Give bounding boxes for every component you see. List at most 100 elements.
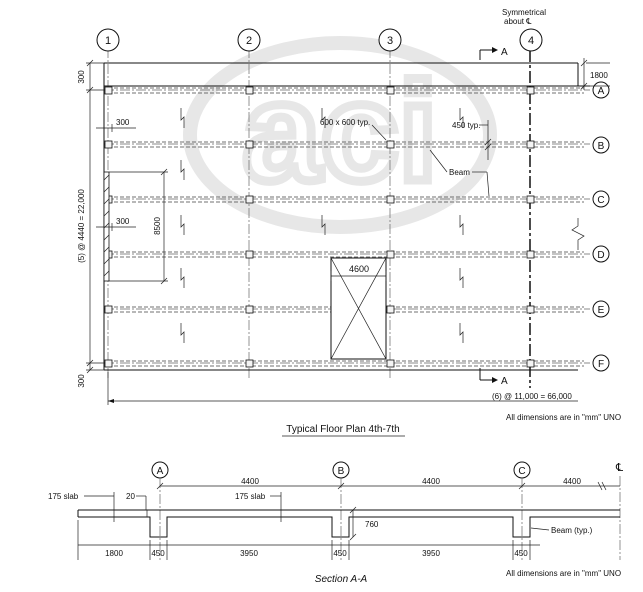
wall-length-dimension	[109, 168, 168, 285]
beam-leader-right-2	[486, 171, 490, 197]
grid-bubble-1: 1	[105, 35, 111, 47]
dim-vertical-overall: (5) @ 4440 = 22,000	[77, 189, 86, 263]
grid-bubble-B: B	[598, 141, 605, 152]
dim-top-edge: 300	[77, 70, 86, 84]
dim-offset-1: 300	[116, 118, 130, 127]
opening-width-dim: 4600	[349, 264, 369, 274]
beam-row-C	[108, 196, 584, 203]
row-grid-bubbles: A B C D E F	[592, 81, 610, 372]
beam-row-F	[108, 360, 584, 367]
beam-depth-label: 760	[365, 520, 379, 529]
floor-opening: 4600	[330, 257, 387, 360]
section-grid-lines	[159, 476, 621, 560]
column-note-leader	[371, 124, 387, 141]
column	[104, 359, 113, 368]
symmetry-note-line2: about ℄	[504, 17, 532, 26]
dim-horizontal-overall: (6) @ 11,000 = 66,000	[492, 392, 572, 401]
section-dim-3950-b: 3950	[422, 549, 440, 558]
beam-leader-left	[429, 149, 448, 173]
dim-wall-length: 8500	[153, 217, 162, 235]
section-beam-label: Beam (typ.)	[551, 526, 593, 535]
dim-right-edge: 1800	[590, 71, 608, 80]
beam-width-note: 450 typ.	[452, 121, 480, 130]
grid-bubble-F: F	[598, 359, 604, 370]
section-dim-450-b: 450	[333, 549, 347, 558]
section-units-note: All dimensions are in "mm" UNO	[506, 569, 621, 578]
right-edge-dimension	[580, 58, 610, 90]
left-dimension-chain	[86, 59, 104, 374]
break-symbol	[571, 218, 585, 250]
column	[245, 359, 254, 368]
bottom-dimension	[107, 372, 578, 405]
column	[386, 250, 395, 259]
slab-beam-profile	[77, 509, 620, 538]
section-marker-label-top: A	[501, 47, 508, 58]
section-beam-leader	[530, 527, 550, 531]
section-bottom-dims	[77, 520, 540, 560]
column	[526, 305, 535, 314]
section-dim-3950-a: 3950	[240, 549, 258, 558]
section-dim-450-a: 450	[151, 549, 165, 558]
section-caption: Section A-A	[315, 574, 368, 585]
section-marker-label-bottom: A	[501, 376, 508, 387]
column	[245, 195, 254, 204]
section-dim-450-c: 450	[514, 549, 528, 558]
slab-label-left: 175 slab	[48, 492, 79, 501]
column	[245, 140, 254, 149]
section-bubble-A: A	[157, 466, 164, 477]
grid-bubble-A: A	[598, 86, 605, 97]
column-grid-bubbles: 1 2 3 4	[96, 28, 543, 52]
slab-span-arrows	[180, 108, 464, 343]
beam-row-A	[108, 87, 584, 94]
column	[386, 359, 395, 368]
plan-units-note: All dimensions are in "mm" UNO	[506, 413, 621, 422]
plan-grid-lines	[104, 48, 590, 388]
offset-dim-1	[96, 124, 136, 132]
beam-depth-dim	[349, 506, 357, 541]
section-bubble-C: C	[518, 466, 525, 477]
beam-width-dim	[479, 120, 492, 160]
section-bubble-B: B	[338, 466, 345, 477]
grid-bubble-3: 3	[387, 35, 393, 47]
column-size-note: 600 x 600 typ.	[320, 118, 370, 127]
span-dim-3: 4400	[563, 477, 581, 486]
grid-bubble-D: D	[597, 250, 604, 261]
column	[526, 86, 535, 95]
offset-dim-2	[96, 223, 136, 231]
column	[526, 195, 535, 204]
grid-bubble-E: E	[598, 305, 605, 316]
column	[526, 359, 535, 368]
section-cut-marker-top: A	[479, 47, 508, 60]
column	[386, 86, 395, 95]
beam-label: Beam	[449, 168, 470, 177]
beam-row-B	[108, 141, 584, 148]
grid-bubble-4: 4	[528, 35, 534, 47]
symmetry-note-line1: Symmetrical	[502, 8, 546, 17]
column	[104, 305, 113, 314]
dim-offset-2: 300	[116, 217, 130, 226]
span-dim-2: 4400	[422, 477, 440, 486]
beam-row-D	[108, 251, 584, 258]
column	[526, 250, 535, 259]
section-centerline-symbol: ℄	[615, 462, 623, 474]
column	[245, 86, 254, 95]
aci-watermark-text: aci	[243, 53, 438, 210]
section-cut-marker-bottom: A	[479, 368, 508, 387]
column	[104, 140, 113, 149]
slab-label-mid: 175 slab	[235, 492, 266, 501]
section-dim-1800: 1800	[105, 549, 123, 558]
column	[245, 250, 254, 259]
aci-watermark: aci	[183, 36, 497, 234]
column	[104, 86, 113, 95]
grid-bubble-2: 2	[246, 35, 252, 47]
slab-offset-label: 20	[126, 492, 135, 501]
section-bubbles: A B C ℄	[151, 461, 623, 479]
column	[386, 140, 395, 149]
span-dim-1: 4400	[241, 477, 259, 486]
column	[386, 305, 395, 314]
shear-wall	[103, 171, 110, 282]
dim-bottom-edge: 300	[77, 374, 86, 388]
column	[526, 140, 535, 149]
plan-caption: Typical Floor Plan 4th-7th	[286, 424, 399, 435]
